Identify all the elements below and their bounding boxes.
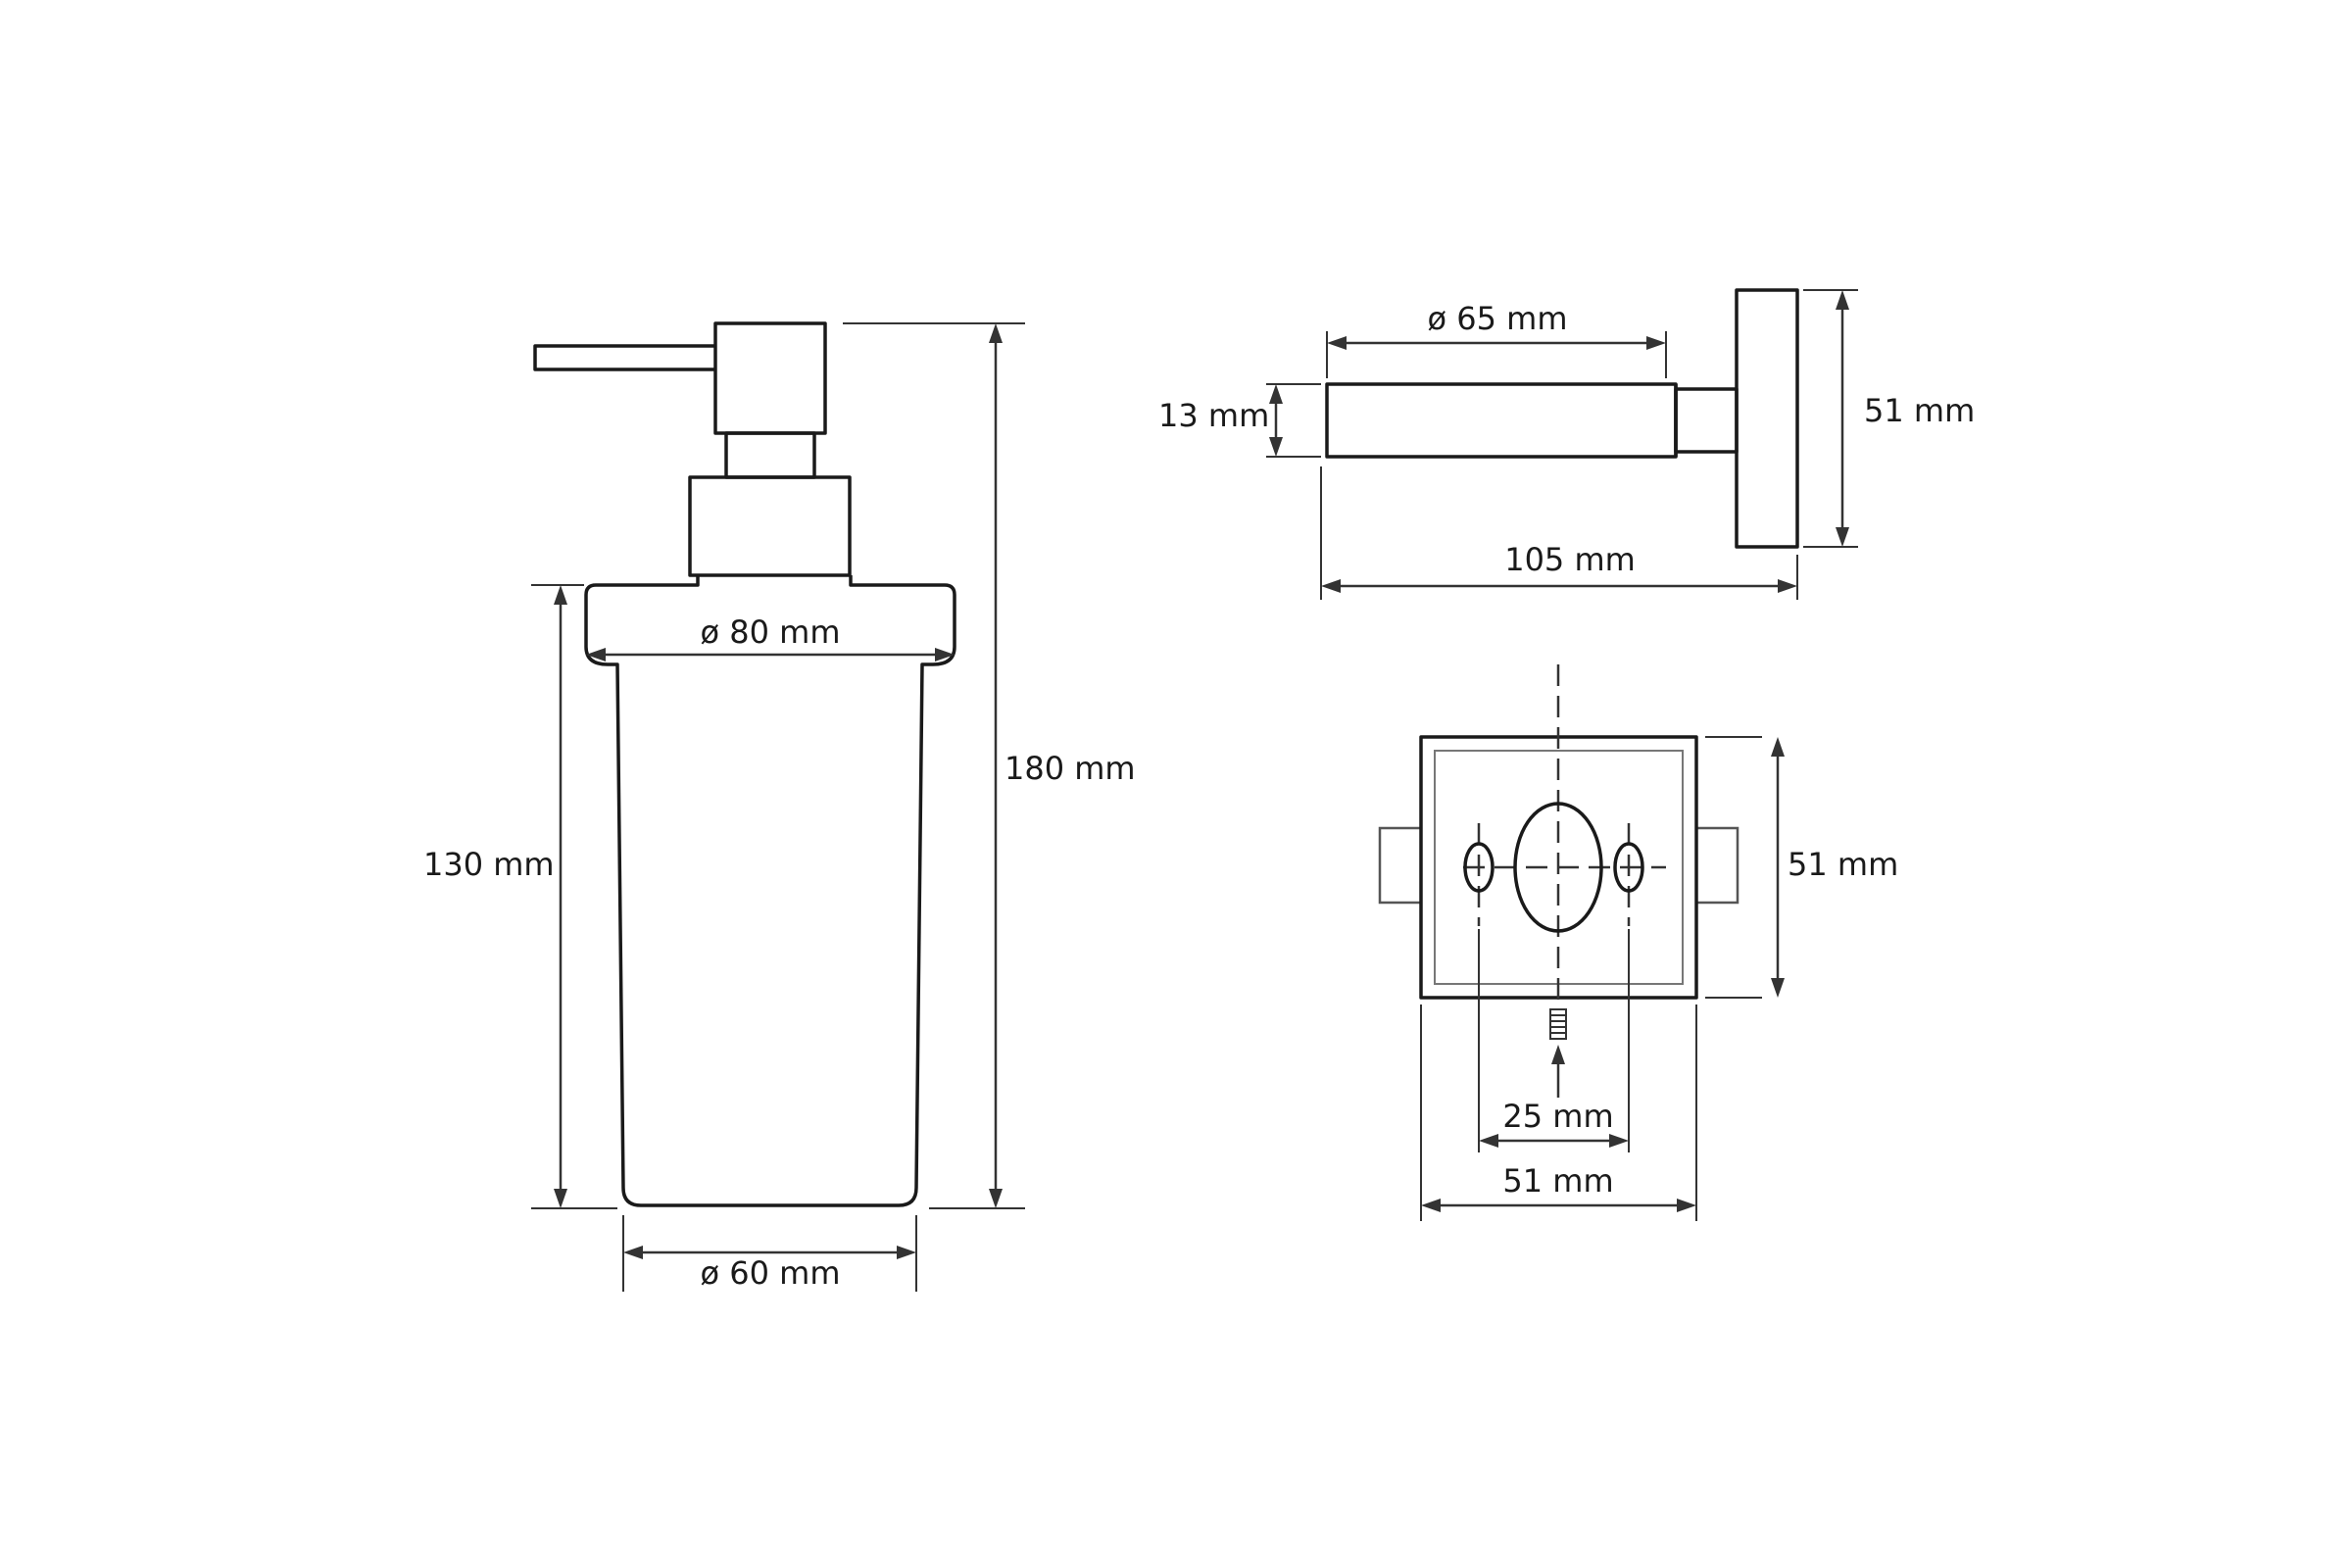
dim-mount-plate-width: 51 mm bbox=[1502, 1162, 1613, 1200]
dim-collar-diameter: ø 80 mm bbox=[701, 613, 841, 651]
mounting-plate-view: 51 mm 25 mm 51 mm bbox=[1378, 664, 1898, 1221]
dim-body-height: 130 mm bbox=[423, 846, 555, 883]
dispenser-front-view: 180 mm 130 mm ø 80 mm ø 60 mm bbox=[423, 321, 1136, 1292]
dim-mount-plate-height: 51 mm bbox=[1788, 846, 1898, 883]
pump-collar bbox=[688, 475, 852, 577]
pump-spout bbox=[533, 344, 715, 371]
mount-screw-hole-right bbox=[1613, 842, 1644, 893]
bottle-body bbox=[584, 575, 956, 1207]
mount-tab-left bbox=[1378, 826, 1423, 905]
pump-head bbox=[713, 321, 827, 435]
set-screw-icon bbox=[1549, 1008, 1567, 1040]
mount-screw-hole-left bbox=[1463, 842, 1494, 893]
mount-tab-right bbox=[1694, 826, 1740, 905]
dim-rod-thickness: 13 mm bbox=[1158, 397, 1269, 434]
holder-wall-plate bbox=[1735, 288, 1799, 549]
holder-rod bbox=[1325, 382, 1678, 459]
pump-stem bbox=[724, 431, 816, 479]
dim-rod-diameter: ø 65 mm bbox=[1428, 300, 1568, 337]
holder-neck bbox=[1674, 387, 1739, 454]
dim-projection: 105 mm bbox=[1504, 541, 1636, 578]
dim-total-height: 180 mm bbox=[1004, 750, 1136, 787]
mount-center-opening bbox=[1513, 802, 1603, 933]
dim-base-diameter: ø 60 mm bbox=[701, 1254, 841, 1292]
dim-side-plate-height: 51 mm bbox=[1864, 392, 1975, 429]
holder-side-view: ø 65 mm 13 mm 51 mm 105 mm bbox=[1158, 288, 1975, 600]
dim-hole-spacing: 25 mm bbox=[1502, 1098, 1613, 1135]
